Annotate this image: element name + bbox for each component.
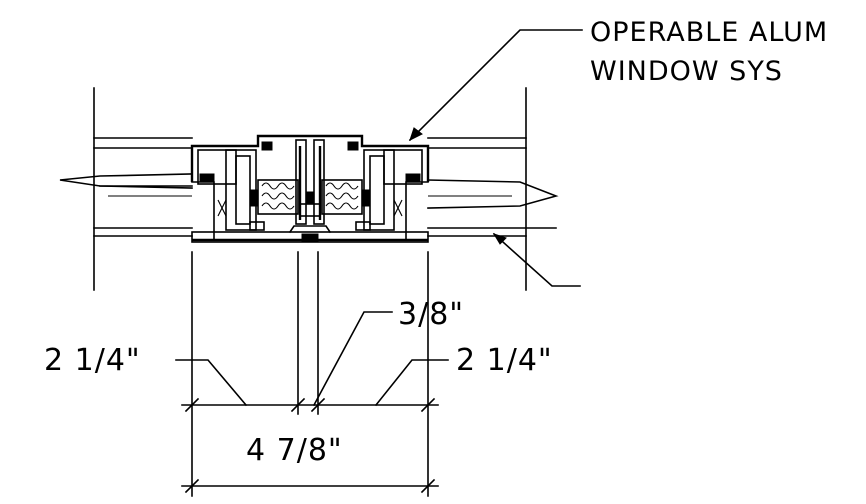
right-wall-section: [427, 87, 559, 291]
sill-callout-leader: [492, 232, 581, 287]
window-callout-line2: WINDOW SYS: [590, 56, 783, 87]
dimension-row-1: [181, 397, 439, 413]
overall-dimension: 4 7/8": [246, 433, 343, 468]
extension-lines: [191, 251, 429, 497]
left-wall-section: [59, 87, 193, 291]
mullion-gap-dimension: 3/8": [398, 297, 464, 332]
window-callout-leader: [408, 29, 583, 142]
gap-dimension-leader: [312, 311, 393, 407]
left-frame-dimension: 2 1/4": [44, 343, 141, 378]
right-dimension-leader: [374, 359, 449, 407]
window-callout-line1: OPERABLE ALUM: [590, 17, 828, 48]
dimension-row-2: [181, 478, 439, 494]
left-dimension-leader: [175, 359, 248, 407]
right-frame-dimension: 2 1/4": [456, 343, 553, 378]
window-frame-profile: [190, 134, 430, 243]
